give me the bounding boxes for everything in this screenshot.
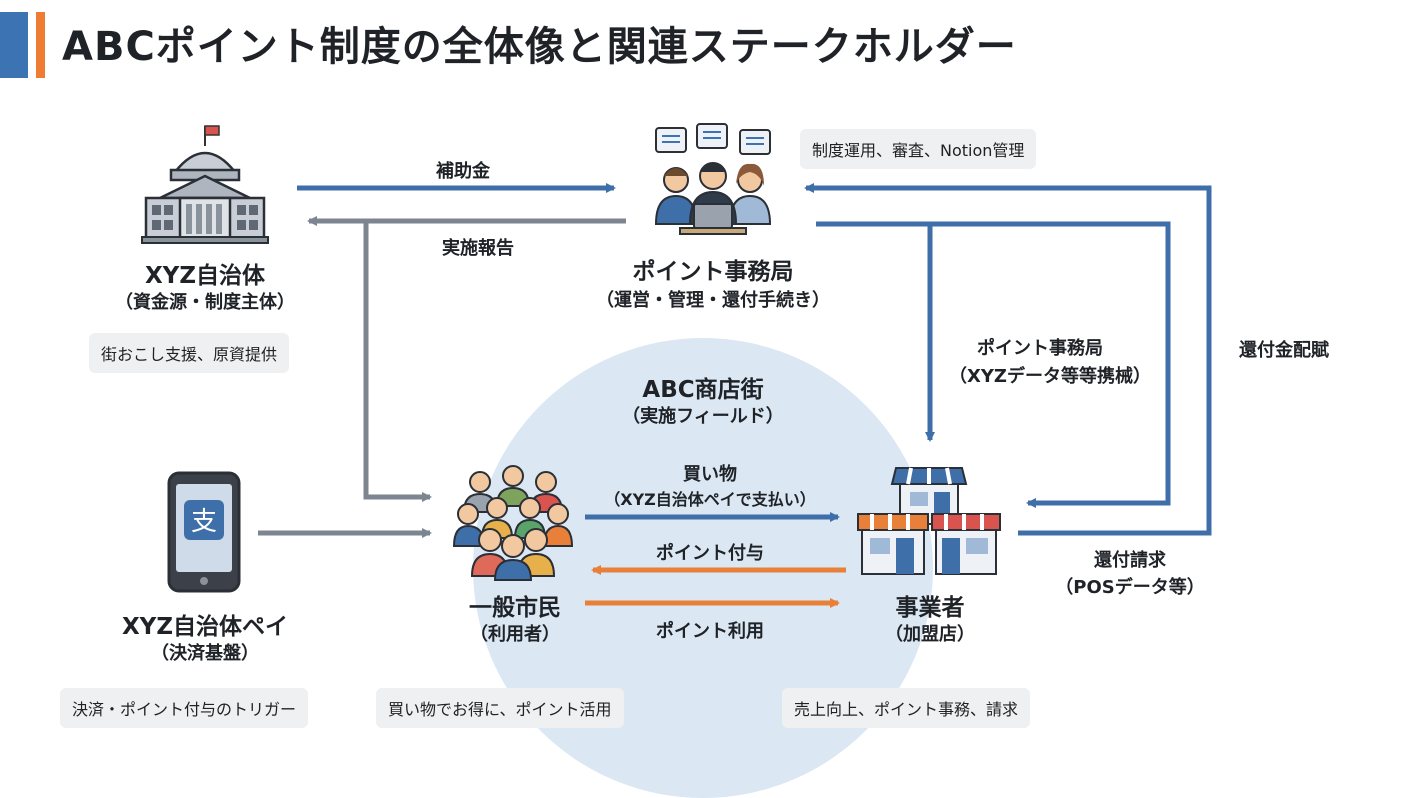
refund-req-label-1: 還付請求 [1094,550,1166,571]
municipality-name: XYZ自治体 [144,263,266,289]
shop-stores-icon [857,467,1001,575]
merchant-note: 売上向上、ポイント事務、請求 [782,688,1031,728]
municipality-note: 街おこし支援、原資提供 [89,333,290,373]
point-grant-label: ポイント付与 [656,543,764,564]
office-sub: （運営・管理・還付手続き） [596,290,830,311]
pay-name: XYZ自治体ペイ [121,614,289,640]
refund-dist-label: 還付金配賦 [1239,340,1329,361]
office-data-label-2: （XYZデータ等等携械） [949,366,1151,387]
pay-app-glyph: 支 [191,507,217,537]
citizen-sub: （利用者） [470,624,560,645]
title-accent-orange [36,12,45,78]
office-name: ポイント事務局 [632,259,794,285]
office-note: 制度運用、審査、Notion管理 [800,129,1037,169]
city-hall-icon [141,125,269,244]
refund-dist-arrow [816,221,1171,508]
flow-arrows [258,183,1212,608]
title-accent-blue [0,12,28,78]
refund-req-label-2: （POSデータ等） [1055,577,1205,598]
citizens-crowd-icon [452,465,574,581]
municipality-sub: （資金源・制度主体） [115,292,295,313]
purchase-label-1: 買い物 [683,464,737,485]
smartphone-pay-icon: 支 [167,471,241,593]
subsidy-label: 補助金 [436,161,490,182]
report-label: 実施報告 [442,238,514,259]
office-data-arrow [925,221,1168,442]
merchant-sub: （加盟店） [885,624,975,645]
report-citizen-arrow [363,221,432,502]
merchant-name: 事業者 [895,595,965,621]
field-name: ABC商店街 [642,377,764,403]
point-use-label: ポイント利用 [656,621,764,642]
citizen-name: 一般市民 [469,595,561,621]
refund-req-arrow [804,183,1212,536]
page-title: ABCポイント制度の全体像と関連ステークホルダー [62,24,1017,70]
office-data-label-1: ポイント事務局 [977,338,1103,359]
pay-note: 決済・ポイント付与のトリガー [60,688,309,728]
office-staff-icon [654,123,772,235]
pay-sub: （決済基盤） [151,643,259,664]
citizen-note: 買い物でお得に、ポイント活用 [376,688,624,728]
field-sub: （実施フィールド） [622,406,784,427]
purchase-label-2: （XYZ自治体ペイで支払い） [604,490,816,509]
